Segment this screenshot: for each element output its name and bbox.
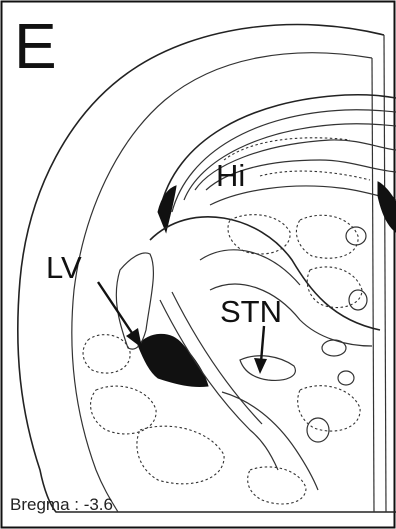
bregma-coordinate: Bregma : -3.6 (10, 495, 113, 514)
label-subthalamic-nucleus: STN (220, 294, 282, 329)
panel-letter: E (14, 10, 57, 82)
label-lateral-ventricle: LV (46, 250, 82, 285)
label-hippocampus: Hi (216, 158, 245, 193)
